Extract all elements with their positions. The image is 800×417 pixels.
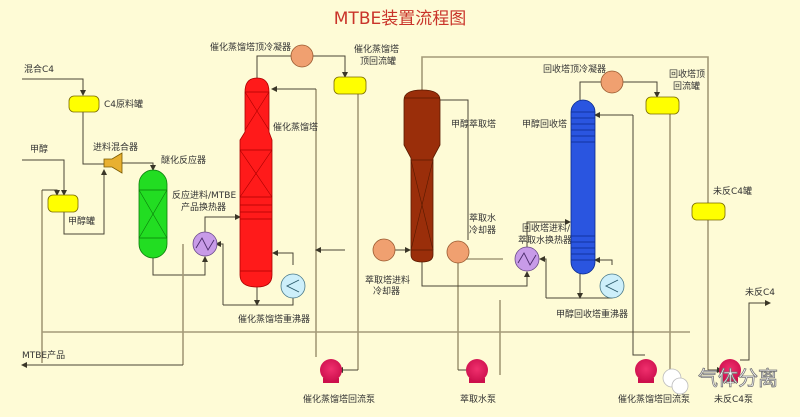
pipe-condenser-to-drum (312, 55, 348, 78)
feed-mixer[interactable] (103, 152, 123, 174)
recovery-reflux-pump[interactable] (635, 359, 657, 383)
pipe-mixer-to-reactor (122, 162, 156, 171)
pipe-water-to-extraction (432, 97, 469, 240)
c4-feed-tank-label: C4原料罐 (104, 98, 143, 110)
pipe-exchanger-to-recovery (526, 219, 571, 247)
pipe-unreacted-c4-out (740, 300, 771, 361)
pipe-mixed-c4 (22, 78, 86, 96)
cd-column-reboiler[interactable] (280, 273, 306, 299)
unreacted-c4-pump-label: 未反C4泵 (714, 393, 753, 405)
recovery-reflux-pump-label: 催化蒸馏塔回流泵 (618, 393, 690, 405)
extraction-column-label: 甲醇萃取塔 (451, 118, 496, 130)
exchanger-label-1: 反应进料/MTBE (172, 189, 236, 201)
extraction-feed-cooler-label-1: 萃取塔进料 (365, 274, 410, 286)
methanol-recovery-column[interactable] (570, 99, 596, 275)
pipe-recovery-to-condenser (579, 81, 602, 100)
recovery-column-reboiler[interactable] (599, 273, 625, 299)
pipe-water-to-exchanger (539, 256, 547, 298)
pipe-recovery-reboiler-return (594, 257, 613, 265)
exchanger-label-2: 产品换热器 (181, 201, 226, 213)
unreacted-c4-pump[interactable] (719, 359, 741, 383)
cd-reflux-pump-label: 催化蒸馏塔回流泵 (303, 393, 375, 405)
extraction-water-cooler-label-1: 萃取水 (469, 212, 496, 224)
recovery-exchanger-label-2: 萃取水换热器 (518, 234, 572, 246)
extraction-feed-cooler-label-2: 冷却器 (373, 285, 400, 297)
stream-mtbe-product-label: MTBE产品 (22, 349, 65, 361)
reactor-label: 醚化反应器 (161, 154, 206, 166)
pipe-methanol-to-mixer (63, 169, 107, 235)
diagram-title: MTBE装置流程图 (334, 9, 466, 29)
recovery-condenser[interactable] (600, 70, 624, 94)
recovery-reflux-drum-label-2: 回流罐 (673, 80, 700, 92)
extraction-water-cooler-label-2: 冷却器 (469, 224, 496, 236)
recovery-condenser-label: 回收塔顶冷凝器 (543, 63, 606, 75)
pipe-c4-to-mixer (82, 112, 104, 165)
pipe-recovery-condenser-to-drum (622, 81, 660, 98)
unreacted-c4-tank-label: 未反C4罐 (713, 185, 752, 197)
pipe-exchanger-to-column (204, 214, 241, 232)
etherification-reactor[interactable] (138, 169, 168, 259)
cd-reflux-pump[interactable] (320, 359, 342, 383)
cd-reflux-drum-label-2: 顶回流罐 (360, 55, 396, 67)
catalytic-distillation-column[interactable] (239, 77, 273, 288)
stream-unreacted-c4-label: 未反C4 (745, 286, 775, 298)
recovery-column-label: 甲醇回收塔 (522, 118, 567, 130)
cd-reboiler-label: 催化蒸馏塔重沸器 (238, 313, 310, 325)
recovery-reboiler-label: 甲醇回收塔重沸器 (556, 308, 628, 320)
recovery-reflux-drum-label-1: 回收塔顶 (669, 68, 705, 80)
feed-mixer-label: 进料混合器 (93, 141, 138, 153)
extraction-water-pump-label: 萃取水泵 (460, 393, 496, 405)
extraction-water-cooler[interactable] (446, 240, 470, 264)
pipe-methanol (22, 159, 67, 196)
cd-column-condenser[interactable] (290, 44, 314, 68)
cd-condenser-label: 催化蒸馏塔顶冷凝器 (210, 41, 291, 53)
pipe-extraction-top (421, 56, 709, 203)
cd-reflux-drum[interactable] (333, 76, 367, 95)
stream-mixed-c4-label: 混合C4 (24, 63, 54, 75)
feed-mtbe-exchanger[interactable] (192, 231, 218, 257)
extraction-feed-cooler[interactable] (372, 238, 396, 262)
pipe-recovery-reflux (632, 115, 645, 356)
watermark-logo (662, 368, 689, 395)
c4-feed-tank[interactable] (68, 95, 100, 113)
recovery-exchanger-label-1: 回收塔进料/ (522, 222, 571, 234)
extraction-water-pump[interactable] (466, 359, 488, 383)
stream-methanol-label: 甲醇 (30, 143, 48, 155)
methanol-extraction-column[interactable] (403, 89, 441, 263)
recovery-feed-exchanger[interactable] (514, 246, 540, 272)
pipe-reactor-to-exchanger (152, 256, 208, 276)
methanol-tank[interactable] (47, 194, 79, 213)
pipes (21, 55, 771, 375)
unreacted-c4-tank[interactable] (691, 202, 726, 221)
watermark-text: 气体分离 (698, 366, 778, 390)
cd-reflux-drum-label-1: 催化蒸馏塔 (354, 43, 399, 55)
recovery-reflux-drum[interactable] (645, 96, 680, 115)
methanol-tank-label: 甲醇罐 (68, 215, 95, 227)
pipe-column-to-condenser (256, 55, 292, 78)
pipe-bottoms-to-exchanger (215, 241, 224, 305)
pipe-reboiler-return (272, 250, 294, 265)
cd-column-label: 催化蒸馏塔 (273, 121, 318, 133)
pipe-extract-to-exchanger (421, 260, 530, 287)
pipe-recycle-into-tank (42, 189, 60, 196)
